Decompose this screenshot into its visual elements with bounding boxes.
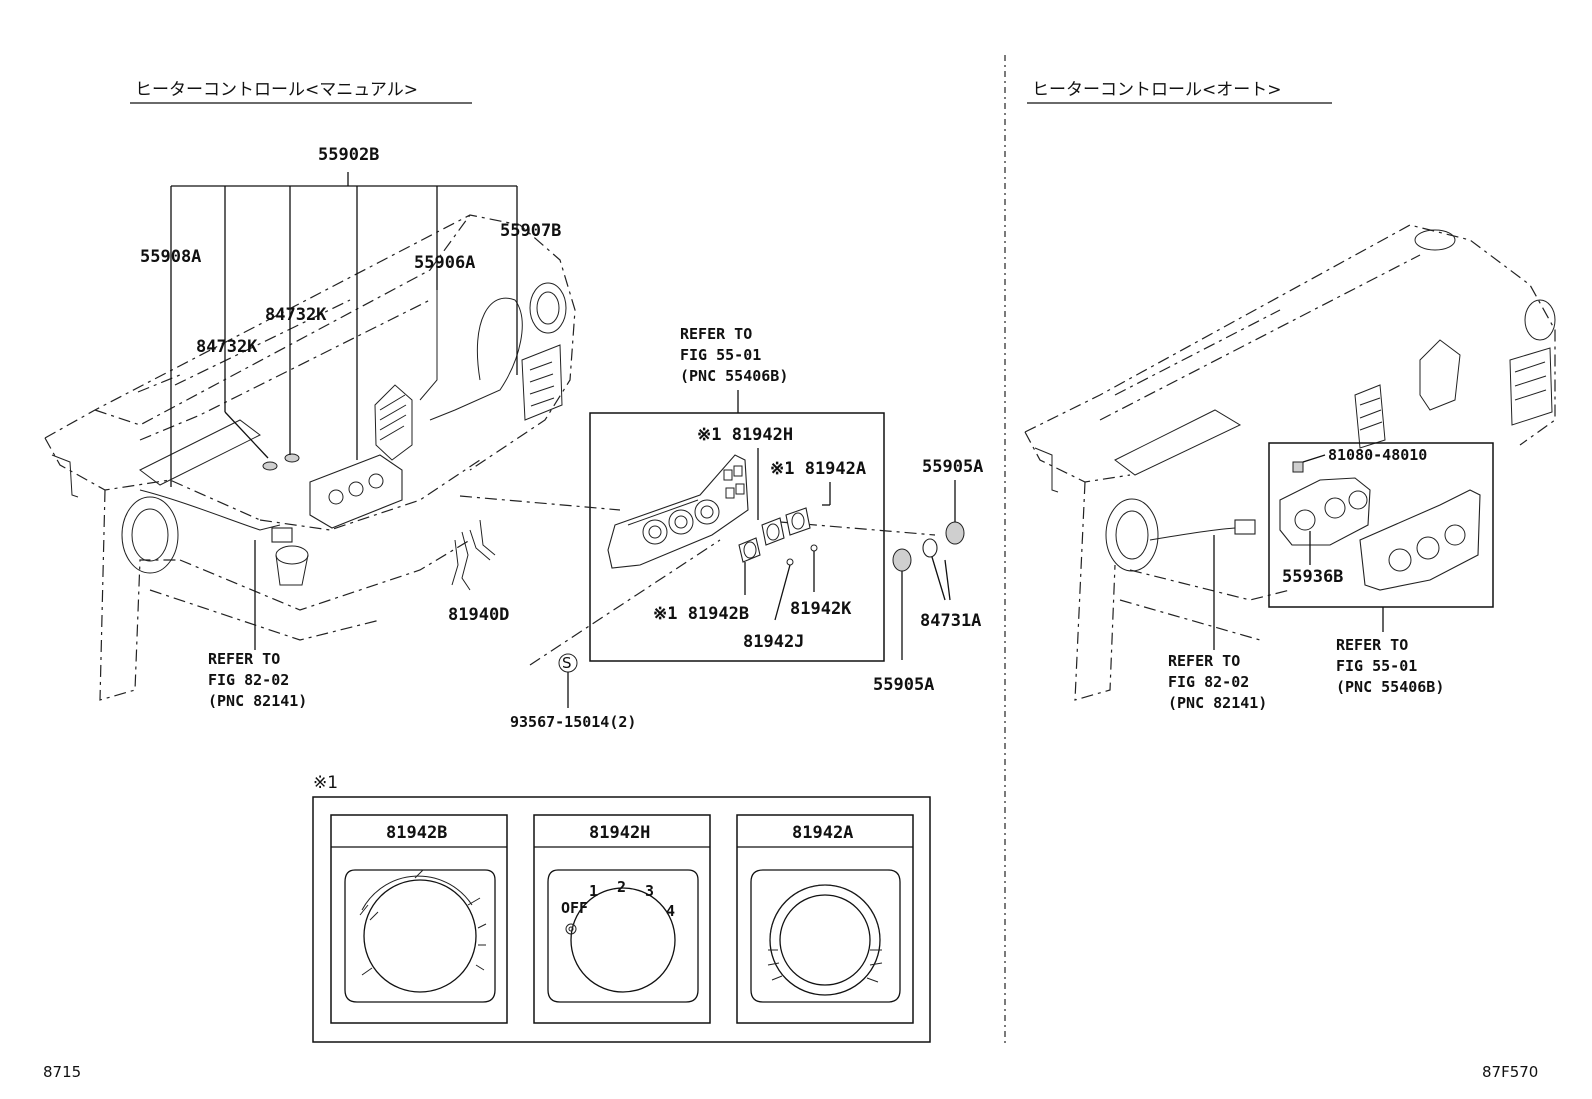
callout-84731a: 84731A	[920, 611, 981, 631]
callout-84732k-upper: 84732K	[265, 305, 327, 325]
ref-left-line2: FIG 82-02	[208, 671, 289, 689]
svg-text:S: S	[562, 654, 572, 672]
ref-right-a-line1: REFER TO	[1168, 652, 1240, 670]
callout-81942j: 81942J	[743, 632, 804, 652]
dial-plates	[738, 507, 818, 566]
leader-lines-center	[744, 448, 831, 621]
callout-55908a: 55908A	[140, 247, 201, 267]
callout-81942a: ※1 81942A	[770, 459, 866, 479]
auto-control-unit	[1279, 454, 1481, 591]
ref-right-a-line2: FIG 82-02	[1168, 673, 1249, 691]
detail-marker: ※1	[313, 773, 338, 793]
ref-right-b-line1: REFER TO	[1336, 636, 1408, 654]
detail-panel-81942a: 81942A	[736, 814, 914, 1024]
detail-label-81942a: 81942A	[792, 823, 853, 843]
fan-label-4: 4	[666, 902, 675, 920]
detail-panel-81942h: 81942H OFF 1 2 3 4	[533, 814, 711, 1024]
detail-label-81942b: 81942B	[386, 823, 447, 843]
callout-84732k-lower: 84732K	[196, 337, 258, 357]
callout-81942b: ※1 81942B	[653, 604, 749, 624]
detail-label-81942h: 81942H	[589, 823, 650, 843]
auto-section-title: ヒーターコントロール<オート>	[1032, 80, 1282, 100]
callout-81080-48010: 81080-48010	[1328, 446, 1427, 464]
ref-center-line3: (PNC 55406B)	[680, 367, 788, 385]
knobs-55905a	[892, 480, 965, 660]
leader-lines-left	[170, 172, 518, 650]
callout-93567-15014: 93567-15014(2)	[510, 713, 636, 731]
ref-right-a-line3: (PNC 82141)	[1168, 694, 1267, 712]
dashboard-auto-illustration	[1024, 224, 1556, 701]
manual-section-title: ヒーターコントロール<マニュアル>	[135, 80, 418, 100]
footer-left-code: 8715	[43, 1063, 81, 1081]
ref-right-b-line3: (PNC 55406B)	[1336, 678, 1444, 696]
dashboard-manual-illustration	[44, 214, 576, 701]
footer-right-code: 87F570	[1482, 1063, 1538, 1081]
detail-box	[312, 796, 931, 1043]
callout-55906a: 55906A	[414, 253, 475, 273]
ref-left-line3: (PNC 82141)	[208, 692, 307, 710]
callout-55936b: 55936B	[1282, 567, 1343, 587]
wire-harness-81940d	[451, 519, 496, 591]
fan-label-2: 2	[617, 878, 626, 896]
ref-left-line1: REFER TO	[208, 650, 280, 668]
fan-icon	[565, 923, 577, 935]
callout-55907b: 55907B	[500, 221, 561, 241]
screw-93567: S	[558, 653, 578, 708]
callout-55905a-bottom: 55905A	[873, 675, 934, 695]
fan-label-1: 1	[589, 882, 598, 900]
callout-55902b: 55902B	[318, 145, 379, 165]
auto-control-box	[1268, 442, 1494, 608]
callout-81940d: 81940D	[448, 605, 509, 625]
ref-center-line2: FIG 55-01	[680, 346, 761, 364]
ref-right-b-line2: FIG 55-01	[1336, 657, 1417, 675]
callout-81942k: 81942K	[790, 599, 852, 619]
detail-panel-81942b: 81942B	[330, 814, 508, 1024]
dash-link-unit	[459, 495, 621, 511]
ref-center-line1: REFER TO	[680, 325, 752, 343]
fan-label-off: OFF	[561, 899, 588, 917]
exploded-parts-box	[589, 412, 885, 662]
callout-81942h: ※1 81942H	[697, 425, 793, 445]
callout-55905a-top: 55905A	[922, 457, 983, 477]
control-panel-bezel	[607, 454, 749, 569]
fan-label-3: 3	[645, 882, 654, 900]
